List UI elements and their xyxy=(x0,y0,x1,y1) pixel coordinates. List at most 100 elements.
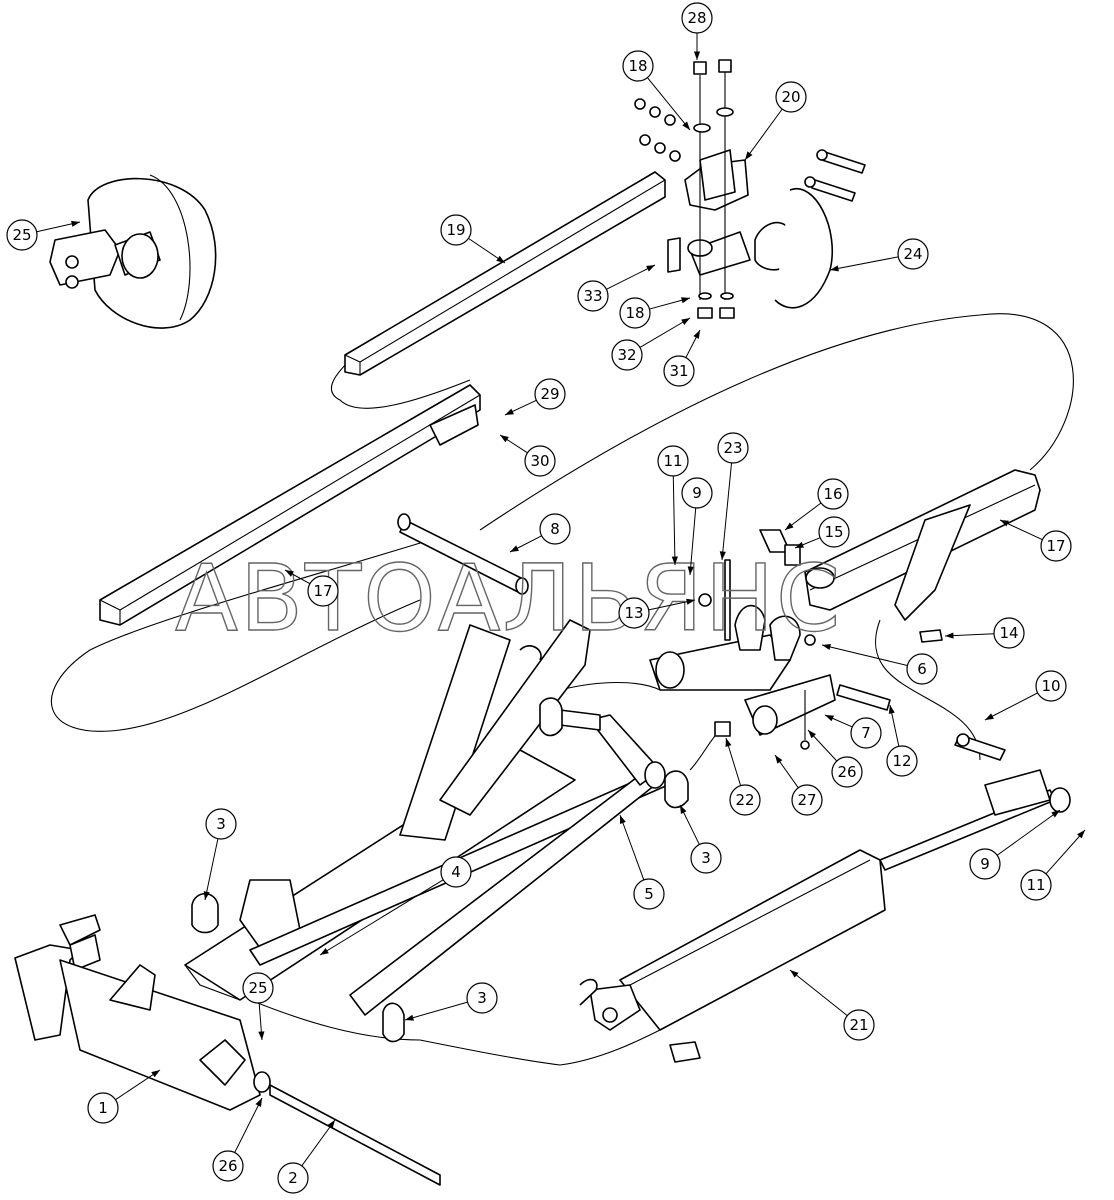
arrowhead-9 xyxy=(687,566,694,575)
callout-balloon-18: 18 xyxy=(619,297,651,329)
arrowhead-18 xyxy=(682,121,690,130)
arrowhead-3 xyxy=(680,805,687,814)
tube-8 xyxy=(397,513,529,595)
callout-circle xyxy=(1035,670,1067,702)
callout-balloon-17: 17 xyxy=(307,575,339,607)
callout-balloon-30: 30 xyxy=(524,445,556,477)
callout-balloon-9: 9 xyxy=(681,477,713,509)
callout-circle xyxy=(663,355,695,387)
leader-line-11 xyxy=(1045,829,1086,875)
callout-number: 18 xyxy=(625,304,644,322)
leader-line-11 xyxy=(672,475,676,566)
leader-line-23 xyxy=(721,462,733,561)
callout-number: 11 xyxy=(1026,876,1045,894)
callout-number: 30 xyxy=(530,452,549,470)
callout-circle xyxy=(681,2,713,34)
arrowhead-21 xyxy=(790,970,799,978)
callout-circle xyxy=(993,617,1025,649)
main-beam-17-left xyxy=(99,384,481,626)
callout-circle xyxy=(6,219,38,251)
callout-leaders xyxy=(36,33,1086,1167)
callout-circle xyxy=(539,513,571,545)
arrowhead-13 xyxy=(686,598,695,605)
arrowhead-23 xyxy=(719,551,726,560)
arrowhead-3 xyxy=(203,891,210,900)
callout-number: 18 xyxy=(628,57,647,75)
arrowhead-27 xyxy=(775,755,783,764)
arrowhead-16 xyxy=(785,522,794,530)
callout-balloon-3: 3 xyxy=(466,982,498,1014)
arrowhead-32 xyxy=(681,318,690,325)
callout-number: 25 xyxy=(12,226,31,244)
callout-number: 21 xyxy=(849,1016,868,1034)
callout-circle xyxy=(242,972,274,1004)
callout-circle xyxy=(524,445,556,477)
callout-balloon-25: 25 xyxy=(6,219,38,251)
arrowhead-8 xyxy=(510,545,519,552)
callout-balloon-23: 23 xyxy=(717,432,749,464)
callout-circle xyxy=(440,856,472,888)
callout-balloon-3: 3 xyxy=(690,842,722,874)
arrowhead-33 xyxy=(646,265,655,272)
leader-line-9 xyxy=(689,507,697,576)
callout-balloon-11: 11 xyxy=(657,445,689,477)
leader-line-6 xyxy=(821,644,908,666)
callout-number: 23 xyxy=(723,439,742,457)
callout-number: 7 xyxy=(861,724,871,742)
arrowhead-22 xyxy=(725,738,732,747)
callout-balloon-7: 7 xyxy=(850,717,882,749)
callout-circle xyxy=(791,784,823,816)
leader-line-18 xyxy=(647,77,691,131)
callout-circle xyxy=(277,1162,309,1194)
callout-balloon-20: 20 xyxy=(775,81,807,113)
callout-circle xyxy=(906,653,938,685)
callout-circle xyxy=(775,81,807,113)
callout-circle xyxy=(831,756,863,788)
callout-balloon-9: 9 xyxy=(969,848,1001,880)
watermark-text: АВТОАЛЬЯНС xyxy=(175,545,842,652)
arrowhead-20 xyxy=(745,151,753,160)
callout-circle xyxy=(205,808,237,840)
callout-circle xyxy=(611,339,643,371)
callout-balloon-1: 1 xyxy=(87,1092,119,1124)
callout-circle xyxy=(1020,869,1052,901)
callout-number: 16 xyxy=(823,485,842,503)
callout-circle xyxy=(622,50,654,82)
arrowhead-28 xyxy=(693,51,701,60)
callout-balloon-3: 3 xyxy=(205,808,237,840)
arrowhead-6 xyxy=(822,643,831,650)
callout-number: 20 xyxy=(781,88,800,106)
callout-number: 3 xyxy=(216,815,226,833)
callout-number: 12 xyxy=(892,752,911,770)
callout-circle xyxy=(577,280,609,312)
callout-balloon-19: 19 xyxy=(440,214,472,246)
callout-balloon-21: 21 xyxy=(843,1009,875,1041)
callout-balloon-26: 26 xyxy=(831,756,863,788)
callout-circle xyxy=(690,842,722,874)
callout-number: 11 xyxy=(663,452,682,470)
hydraulic-cylinder-21 xyxy=(579,789,1056,1063)
callout-circle xyxy=(1040,530,1072,562)
leader-line-32 xyxy=(639,317,691,348)
callout-number: 3 xyxy=(701,849,711,867)
arrowhead-17 xyxy=(1000,520,1009,527)
callout-balloon-6: 6 xyxy=(906,653,938,685)
callout-number: 5 xyxy=(644,885,654,903)
callout-balloon-27: 27 xyxy=(791,784,823,816)
callout-number: 9 xyxy=(980,855,990,873)
callout-circle xyxy=(729,784,761,816)
arrowhead-29 xyxy=(505,408,514,415)
coulter-disc-assembly xyxy=(49,174,217,329)
leader-line-26 xyxy=(234,1097,263,1153)
callout-balloon-29: 29 xyxy=(534,378,566,410)
arrowhead-10 xyxy=(985,713,994,720)
callout-balloon-26: 26 xyxy=(212,1150,244,1182)
callout-number: 26 xyxy=(837,763,856,781)
leader-line-24 xyxy=(829,256,899,271)
hitch-frame-1 xyxy=(14,914,441,1186)
callout-number: 24 xyxy=(903,245,922,263)
arrowhead-12 xyxy=(888,705,895,714)
callout-number: 26 xyxy=(218,1157,237,1175)
